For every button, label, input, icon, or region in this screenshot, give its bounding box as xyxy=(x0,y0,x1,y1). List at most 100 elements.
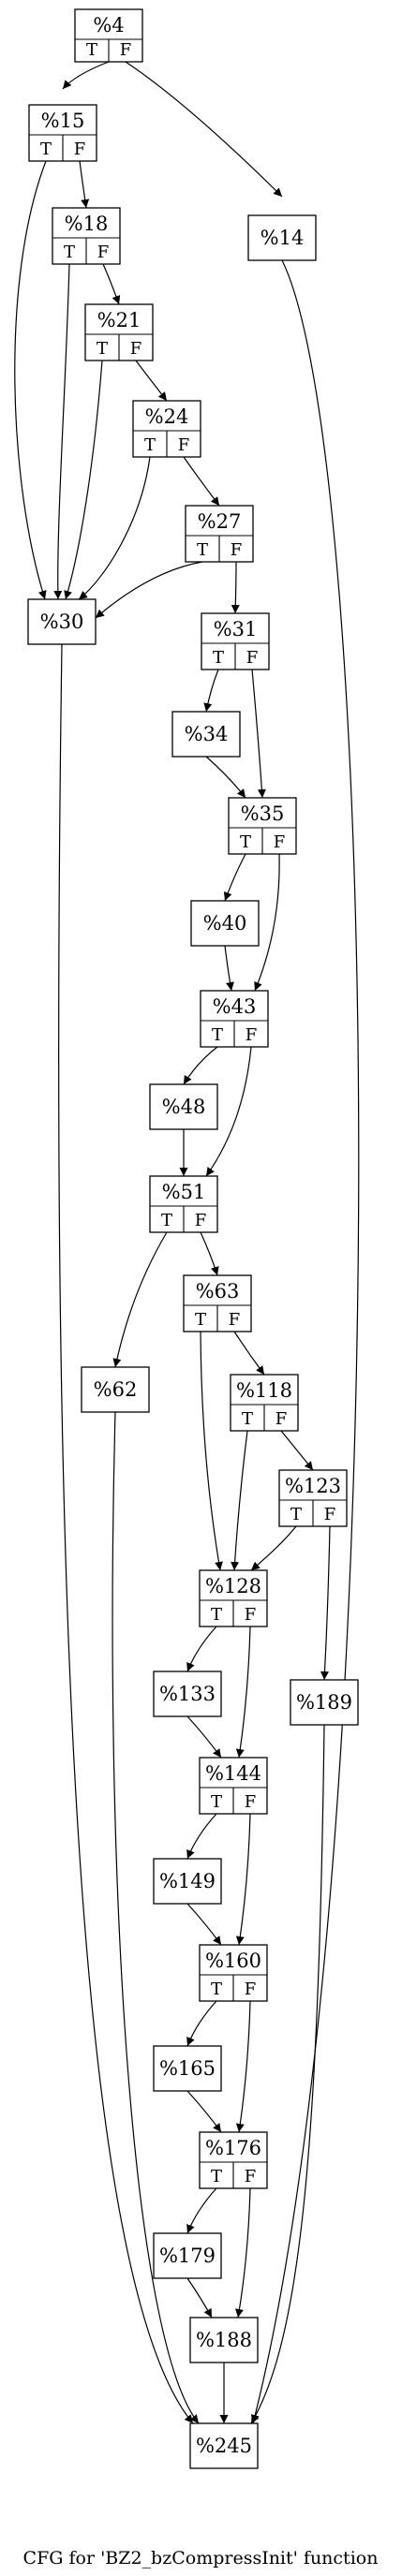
node-label: %189 xyxy=(296,1691,352,1714)
false-port-label: F xyxy=(324,1505,336,1524)
node-label: %62 xyxy=(94,1378,138,1401)
node-label: %123 xyxy=(285,1475,341,1497)
node-label: %18 xyxy=(65,213,109,235)
edges-layer xyxy=(14,61,360,2424)
edge-123-to-189 xyxy=(320,1525,331,1681)
cfg-node-245: %245 xyxy=(189,2422,259,2469)
edge-133-to-144 xyxy=(186,1715,222,1759)
cfg-node-35: %35T F xyxy=(228,797,297,855)
edge-176-to-179 xyxy=(186,2187,217,2234)
edge-35-to-40 xyxy=(223,853,246,902)
node-label: %40 xyxy=(203,912,247,935)
node-box xyxy=(153,2045,222,2092)
node-box xyxy=(153,1671,222,1717)
edge-62-to-245 xyxy=(112,1411,200,2424)
edge-118-to-128 xyxy=(231,1430,248,1571)
node-box xyxy=(290,1679,359,1726)
node-label: %24 xyxy=(145,405,189,428)
false-port-label: F xyxy=(245,2167,257,2186)
node-label: %43 xyxy=(213,995,257,1018)
edge-63-to-128 xyxy=(200,1331,223,1571)
diagram-caption: CFG for 'BZ2_bzCompressInit' function xyxy=(23,2548,379,2569)
node-box xyxy=(149,1083,218,1130)
node-box xyxy=(190,900,260,947)
node-label: %144 xyxy=(205,1762,261,1785)
true-port-label: T xyxy=(197,540,208,560)
edge-63-to-118 xyxy=(233,1331,265,1376)
node-label: %27 xyxy=(198,510,242,533)
edge-189-to-245 xyxy=(250,1724,325,2424)
cfg-node-189: %189 xyxy=(290,1679,359,1726)
true-port-label: T xyxy=(40,140,52,159)
edge-31-to-35 xyxy=(251,669,266,799)
edge-128-to-133 xyxy=(186,1626,217,1672)
true-port-label: T xyxy=(161,1211,172,1230)
edge-144-to-149 xyxy=(186,1813,217,1860)
edge-4-to-15 xyxy=(62,61,110,90)
edge-24-to-30 xyxy=(78,456,151,600)
cfg-node-149: %149 xyxy=(153,1858,222,1905)
true-port-label: T xyxy=(64,243,75,262)
node-box xyxy=(153,2232,222,2279)
node-label: %34 xyxy=(185,723,229,745)
node-label: %176 xyxy=(205,2137,261,2159)
node-label: %48 xyxy=(162,1096,206,1118)
node-label: %160 xyxy=(205,1950,261,1972)
node-label: %15 xyxy=(41,110,85,132)
edge-21-to-24 xyxy=(135,360,168,402)
cfg-node-188: %188 xyxy=(189,2317,259,2363)
edge-15-to-30 xyxy=(14,160,47,600)
edge-35-to-43 xyxy=(254,853,280,992)
edge-118-to-123 xyxy=(280,1430,314,1471)
edge-179-to-188 xyxy=(186,2277,213,2318)
edge-21-to-30 xyxy=(64,360,103,600)
node-label: %188 xyxy=(196,2329,252,2351)
true-port-label: T xyxy=(144,435,156,455)
false-port-label: F xyxy=(245,1792,257,1812)
false-port-label: F xyxy=(245,1980,257,1999)
edge-15-to-18 xyxy=(79,160,90,209)
edge-27-to-30 xyxy=(95,561,203,619)
false-port-label: F xyxy=(245,1605,257,1625)
true-port-label: T xyxy=(86,40,97,60)
node-box xyxy=(189,2422,259,2469)
cfg-node-15: %15T F xyxy=(28,104,97,162)
edge-18-to-21 xyxy=(102,263,121,305)
node-box xyxy=(247,214,317,261)
cfg-node-34: %34 xyxy=(171,711,241,758)
edge-160-to-165 xyxy=(186,2000,217,2047)
cfg-node-14: %14 xyxy=(247,214,317,261)
edge-4-to-14 xyxy=(125,61,283,198)
false-port-label: F xyxy=(231,540,243,560)
false-port-label: F xyxy=(130,339,142,359)
cfg-node-30: %30 xyxy=(27,598,97,645)
node-label: %35 xyxy=(241,802,285,825)
false-port-label: F xyxy=(74,140,86,159)
edge-43-to-51 xyxy=(205,1046,252,1177)
false-port-label: F xyxy=(274,832,286,852)
true-port-label: T xyxy=(240,832,251,852)
false-port-label: F xyxy=(120,40,132,60)
edge-27-to-31 xyxy=(231,561,240,614)
true-port-label: T xyxy=(211,1792,222,1812)
cfg-node-133: %133 xyxy=(153,1671,222,1717)
cfg-node-62: %62 xyxy=(81,1366,150,1413)
true-port-label: T xyxy=(242,1409,253,1429)
edge-149-to-160 xyxy=(186,1903,222,1946)
node-label: %63 xyxy=(196,1280,240,1303)
true-port-label: T xyxy=(290,1505,302,1524)
node-label: %149 xyxy=(159,1870,216,1892)
cfg-node-27: %27T F xyxy=(185,505,254,563)
true-port-label: T xyxy=(211,1605,222,1625)
